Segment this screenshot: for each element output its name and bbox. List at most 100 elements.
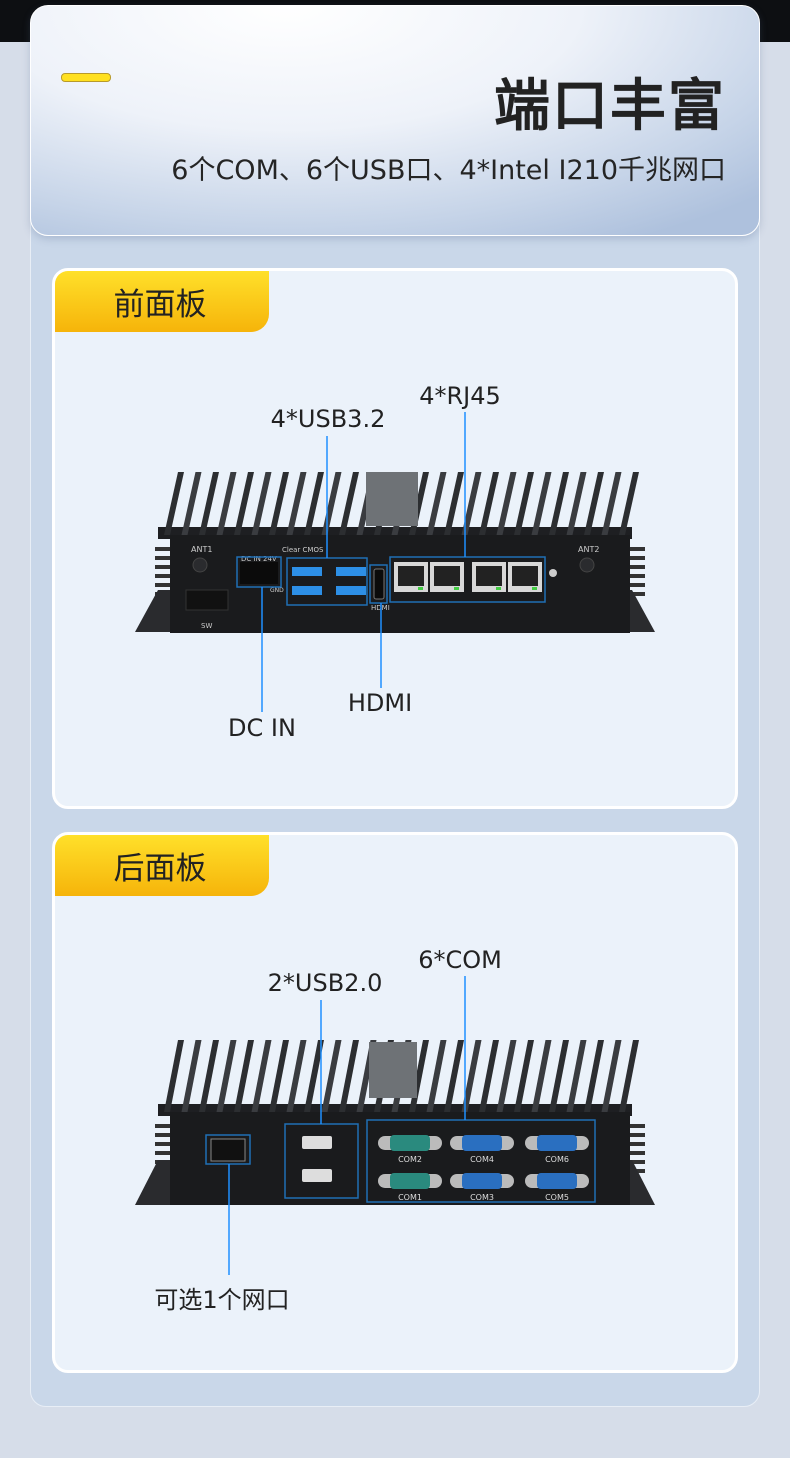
heatsink-fin xyxy=(304,1040,324,1112)
heatsink-fin xyxy=(461,472,482,535)
heatsink-fin xyxy=(426,472,447,535)
heatsink-fin xyxy=(566,472,587,535)
side-fin xyxy=(155,583,170,587)
heatsink-fin xyxy=(199,472,219,535)
side-fin xyxy=(630,556,645,560)
usb3-port xyxy=(336,586,366,595)
com-box xyxy=(366,1119,596,1203)
heatsink-fin xyxy=(164,472,184,535)
side-fin xyxy=(155,574,170,578)
heatsink-fin xyxy=(514,1040,534,1112)
side-fin xyxy=(630,574,645,578)
callout-dcin: DC IN xyxy=(228,714,296,742)
ant2-label: ANT2 xyxy=(578,545,599,554)
heatsink-fin xyxy=(514,472,534,535)
heatsink-fin xyxy=(444,1040,464,1112)
side-fin xyxy=(155,547,170,551)
heatsink-fin xyxy=(304,472,324,535)
rj45-box xyxy=(389,556,546,603)
heat-block xyxy=(366,472,418,526)
heatsink-fin xyxy=(251,1040,272,1112)
com-port xyxy=(462,1135,502,1151)
com-port xyxy=(537,1135,577,1151)
usb3-port xyxy=(292,586,322,595)
side-fin xyxy=(155,565,170,569)
callout-usb32: 4*USB3.2 xyxy=(270,405,386,433)
heatsink-fin xyxy=(269,1040,289,1112)
side-fin xyxy=(630,1160,645,1164)
side-fin xyxy=(630,1124,645,1128)
callout-usb20: 2*USB2.0 xyxy=(267,969,383,997)
side-fin xyxy=(155,556,170,560)
side-fin xyxy=(630,1142,645,1146)
dc-in-port xyxy=(240,562,278,584)
heatsink-fin xyxy=(444,472,464,535)
side-fin xyxy=(155,1124,170,1128)
dc-label: DC IN 24V xyxy=(241,555,277,563)
callout-hdmi: HDMI xyxy=(347,689,413,717)
heatsink-fin xyxy=(251,472,272,535)
side-fin xyxy=(630,547,645,551)
side-fin xyxy=(630,592,645,596)
usb2-port xyxy=(302,1169,332,1182)
heatsink-fin xyxy=(181,1040,202,1112)
heatsink-fin xyxy=(496,472,517,535)
com-label: COM3 xyxy=(470,1193,494,1202)
com-port xyxy=(390,1135,430,1151)
front-device: ANT1 ANT2 DC IN 24V GND Clear CMOS HDMI … xyxy=(135,472,655,633)
callout-rj45: 4*RJ45 xyxy=(419,382,501,410)
heatsink-fin xyxy=(566,1040,587,1112)
heatsink-fin xyxy=(321,472,342,535)
heatsink-fin xyxy=(549,1040,569,1112)
heatsink-fin xyxy=(286,1040,307,1112)
heatsink-fin xyxy=(269,472,289,535)
gnd-label: GND xyxy=(270,587,284,594)
heatsink-fin xyxy=(531,1040,552,1112)
heatsink-fin xyxy=(339,1040,359,1112)
hdmi-port xyxy=(373,568,385,600)
heatsink-fin xyxy=(601,1040,622,1112)
heatsink-fin xyxy=(531,472,552,535)
heatsink-fin xyxy=(601,472,622,535)
heatsink-fin xyxy=(549,472,569,535)
rear-faceplate xyxy=(170,1112,630,1205)
page-subtitle: 6个COM、6个USB口、4*Intel I210千兆网口 xyxy=(171,155,726,186)
heatsink-fin xyxy=(479,1040,499,1112)
lan-port xyxy=(210,1138,246,1162)
com-label: COM6 xyxy=(545,1155,569,1164)
com-label: COM5 xyxy=(545,1193,569,1202)
ant1-label: ANT1 xyxy=(191,545,212,554)
heatsink-fin xyxy=(286,472,307,535)
heatsink-fin xyxy=(181,472,202,535)
heatsink-fin xyxy=(496,1040,517,1112)
usb3-port xyxy=(336,567,366,576)
lan-box xyxy=(205,1134,251,1165)
hdmi-box xyxy=(369,564,388,604)
heatsink-fin xyxy=(216,1040,237,1112)
sw-label: SW xyxy=(201,622,212,630)
com-port xyxy=(462,1173,502,1189)
heatsink-fin xyxy=(426,1040,447,1112)
side-fin xyxy=(155,1142,170,1146)
callout-com: 6*COM xyxy=(418,946,502,974)
heatsink-fin xyxy=(479,472,499,535)
heatsink-fin xyxy=(619,1040,639,1112)
heatsink-fin xyxy=(234,472,254,535)
heatsink-fin xyxy=(234,1040,254,1112)
heatsink-fin xyxy=(164,1040,184,1112)
heatsink-fin xyxy=(199,1040,219,1112)
side-fin xyxy=(630,583,645,587)
header-card: 端口丰富 6个COM、6个USB口、4*Intel I210千兆网口 xyxy=(30,5,760,236)
switch-port xyxy=(185,589,229,611)
usb3-port xyxy=(292,567,322,576)
dc-in-box xyxy=(236,556,282,588)
side-fin xyxy=(630,1133,645,1137)
callout-lines xyxy=(228,412,466,1275)
com-label: COM2 xyxy=(398,1155,422,1164)
front-panel-tab: 前面板 xyxy=(55,271,269,332)
com-label: COM4 xyxy=(470,1155,494,1164)
heatsink-fin xyxy=(584,472,604,535)
callout-lan: 可选1个网口 xyxy=(154,1286,290,1314)
